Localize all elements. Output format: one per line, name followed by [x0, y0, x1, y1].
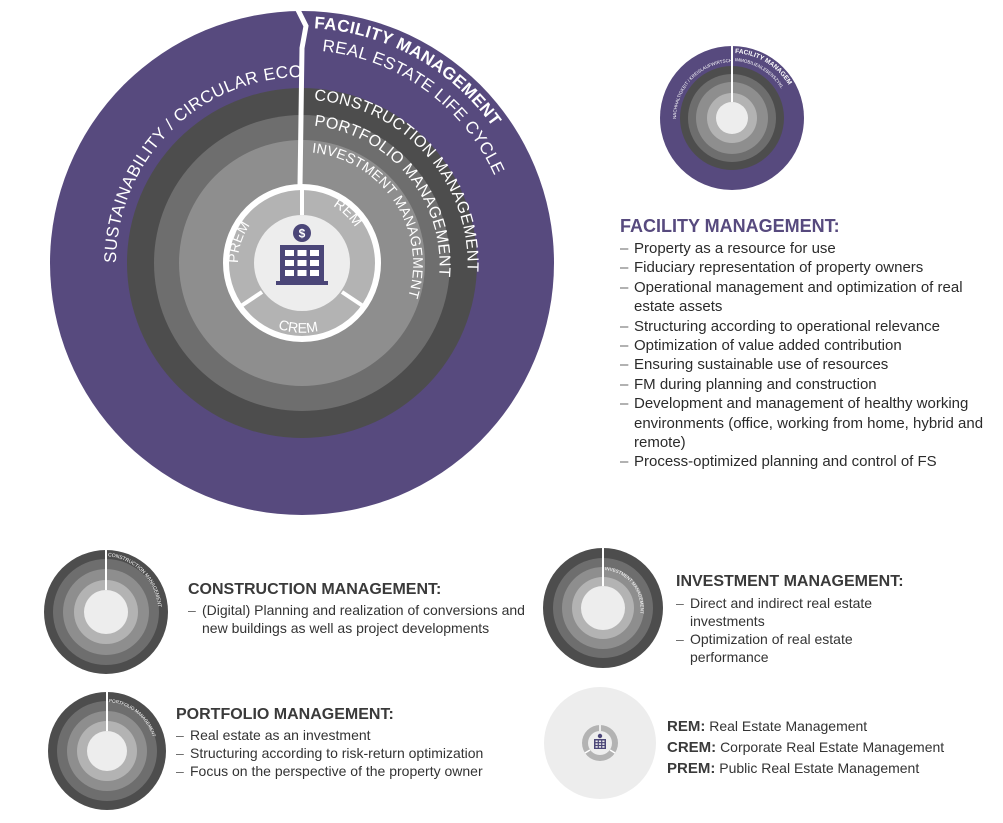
investment-list: Direct and indirect real estate investme…: [676, 594, 886, 666]
list-item: Ensuring sustainable use of resources: [620, 355, 992, 375]
list-item: Optimization of real estate performance: [676, 630, 886, 666]
list-item: Optimization of value added contribution: [620, 336, 992, 356]
facility-thumbnail: FACILITY MANAGEMENT IMMOBILIENLEBENSZYKL…: [658, 44, 804, 190]
list-item: Direct and indirect real estate investme…: [676, 594, 886, 630]
ring-separator: [295, 8, 309, 187]
core-divider: [236, 290, 264, 310]
portfolio-thumbnail: PORTFOLIO MANAGEMENT: [48, 692, 166, 810]
abbreviation-rem: REM: Real Estate Management: [667, 716, 944, 737]
list-item: Development and management of healthy wo…: [620, 394, 992, 452]
crem-label-text: CREM: [277, 316, 319, 336]
list-item: Focus on the perspective of the property…: [176, 762, 536, 780]
list-item: Operational management and optimization …: [620, 278, 992, 317]
construction-list: (Digital) Planning and realization of co…: [188, 601, 528, 637]
core-thumbnail: [544, 687, 656, 799]
core-divider: [340, 290, 368, 310]
main-diagram: SUSTAINABILITY / CIRCULAR ECONOMY FACILI…: [0, 0, 554, 515]
abbr-term: PREM:: [667, 760, 716, 777]
crem-label: CREM: [277, 316, 319, 336]
list-item: FM during planning and construction: [620, 375, 992, 395]
list-item: (Digital) Planning and realization of co…: [188, 601, 528, 637]
abbr-term: CREM:: [667, 739, 717, 756]
building-dollar-icon: $: [276, 224, 328, 285]
abbr-definition: Real Estate Management: [709, 718, 868, 734]
list-item: Real estate as an investment: [176, 726, 536, 744]
list-item: Fiduciary representation of property own…: [620, 258, 992, 278]
abbreviation-prem: PREM: Public Real Estate Management: [667, 758, 944, 779]
abbr-definition: Corporate Real Estate Management: [720, 739, 945, 755]
list-item: Process-optimized planning and control o…: [620, 452, 992, 472]
list-item: Structuring according to operational rel…: [620, 317, 992, 337]
investment-title: INVESTMENT MANAGEMENT:: [676, 573, 904, 590]
abbr-definition: Public Real Estate Management: [719, 760, 920, 776]
abbr-term: REM:: [667, 718, 706, 735]
facility-title: FACILITY MANAGEMENT:: [620, 216, 840, 236]
portfolio-list: Real estate as an investment Structuring…: [176, 726, 536, 780]
facility-list: Property as a resource for use Fiduciary…: [620, 239, 992, 472]
construction-title: CONSTRUCTION MANAGEMENT:: [188, 581, 442, 598]
abbreviation-crem: CREM: Corporate Real Estate Management: [667, 737, 944, 758]
investment-thumbnail: INVESTMENT MANAGEMENT: [543, 548, 663, 668]
building-icon: [594, 733, 606, 749]
list-item: Property as a resource for use: [620, 239, 992, 259]
abbreviation-legend: REM: Real Estate Management CREM: Corpor…: [667, 716, 944, 779]
portfolio-title: PORTFOLIO MANAGEMENT:: [176, 706, 394, 723]
list-item: Structuring according to risk-return opt…: [176, 744, 536, 762]
construction-thumbnail: CONSTRUCTION MANAGEMENT: [44, 550, 168, 674]
svg-text:$: $: [299, 227, 306, 241]
